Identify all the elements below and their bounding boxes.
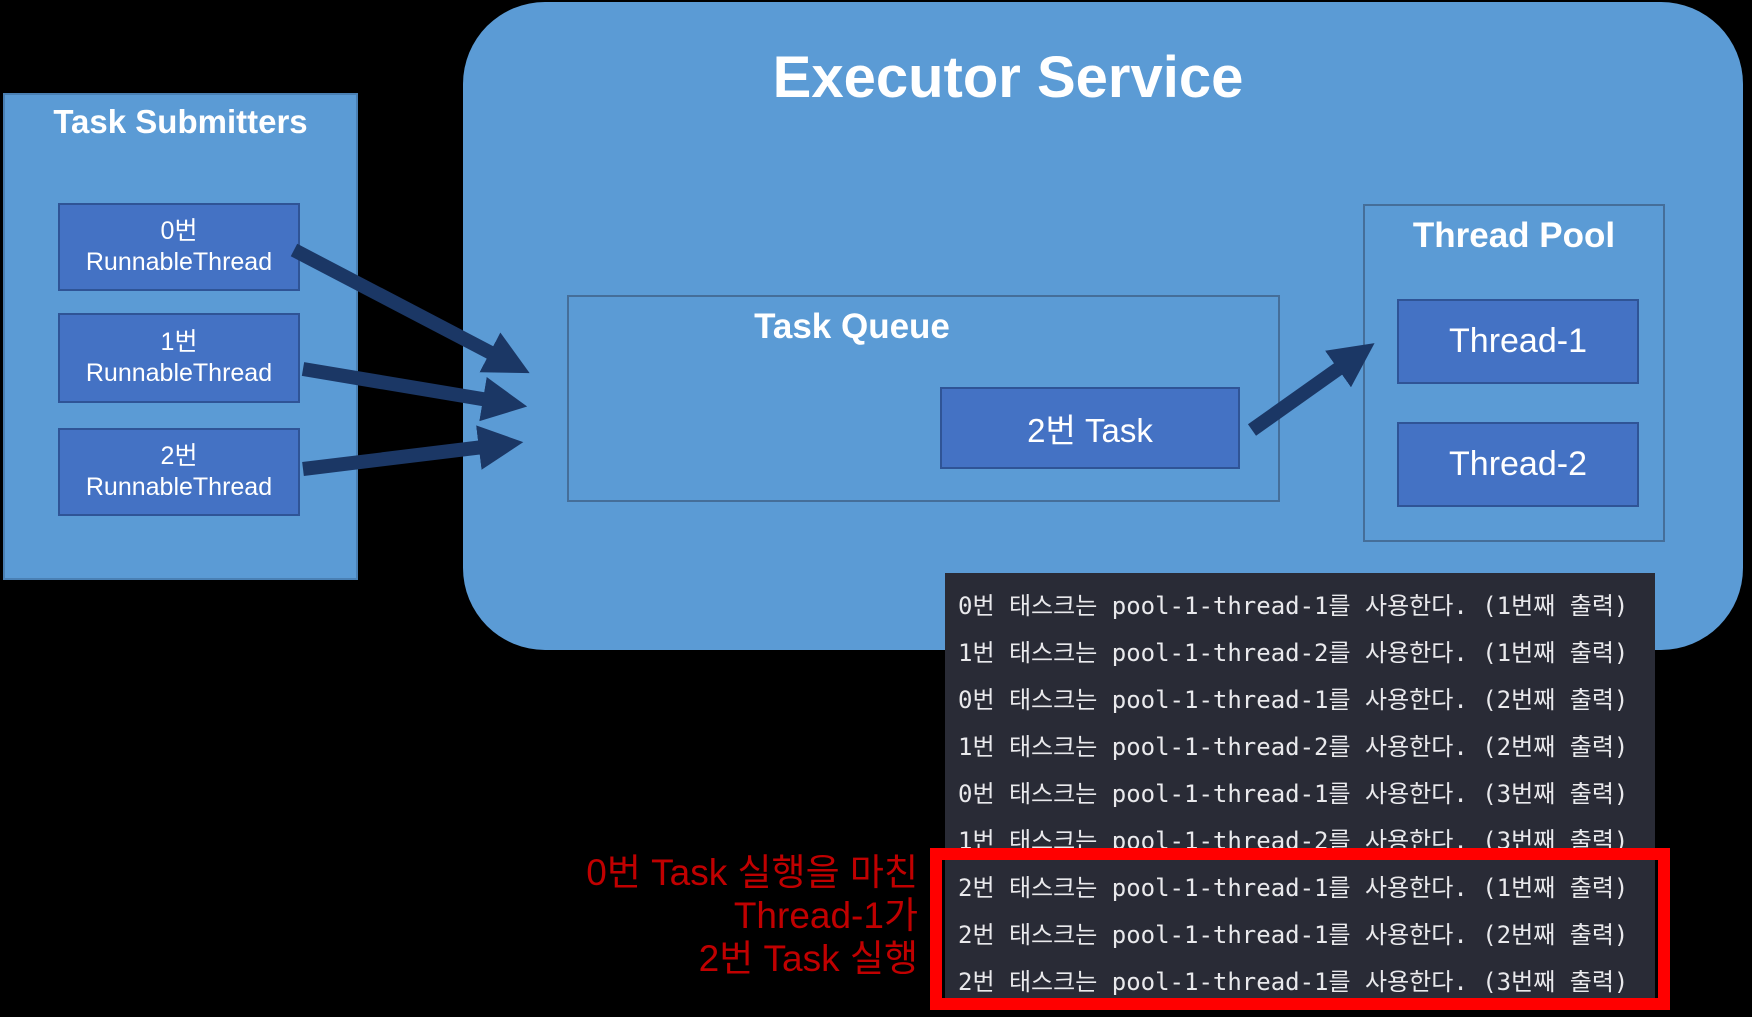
console-line: 2번 태스크는 pool-1-thread-1를 사용한다. (1번째 출력)	[958, 874, 1629, 902]
console-line: 2번 태스크는 pool-1-thread-1를 사용한다. (3번째 출력)	[958, 968, 1629, 996]
runnable-thread-1-box: 1번 RunnableThread	[58, 313, 300, 403]
runnable-thread-1-label: RunnableThread	[85, 359, 273, 387]
runnable-thread-1-num: 1번	[160, 328, 198, 356]
annotation-text: 0번 Task 실행을 마친 Thread-1가 2번 Task 실행	[438, 851, 918, 980]
task-queue-title: Task Queue	[754, 307, 950, 346]
console-line: 1번 태스크는 pool-1-thread-2를 사용한다. (2번째 출력)	[958, 733, 1629, 761]
console-line: 0번 태스크는 pool-1-thread-1를 사용한다. (3번째 출력)	[958, 780, 1629, 808]
runnable-thread-2-label: RunnableThread	[85, 473, 273, 501]
runnable-thread-2-num: 2번	[160, 442, 198, 470]
console-line: 0번 태스크는 pool-1-thread-1를 사용한다. (2번째 출력)	[958, 686, 1629, 714]
runnable-thread-0-num: 0번	[160, 217, 198, 245]
console-line: 0번 태스크는 pool-1-thread-1를 사용한다. (1번째 출력)	[958, 592, 1629, 620]
annotation-line-1: 0번 Task 실행을 마친	[586, 852, 918, 893]
thread-2-box: Thread-2	[1397, 422, 1639, 507]
annotation-line-3: 2번 Task 실행	[698, 938, 918, 979]
highlight-frame	[930, 848, 1670, 1010]
runnable-thread-0-box: 0번 RunnableThread	[58, 203, 300, 291]
console-line: 1번 태스크는 pool-1-thread-2를 사용한다. (1번째 출력)	[958, 639, 1629, 667]
thread-1-box: Thread-1	[1397, 299, 1639, 384]
thread-pool-title: Thread Pool	[1412, 216, 1616, 255]
runnable-thread-0-label: RunnableThread	[85, 248, 273, 276]
thread-pool-box: Thread Pool Thread-1 Thread-2	[1363, 204, 1665, 542]
console-output: 0번 태스크는 pool-1-thread-1를 사용한다. (1번째 출력) …	[945, 573, 1655, 1005]
executor-service-title: Executor Service	[772, 45, 1244, 110]
runnable-thread-2-box: 2번 RunnableThread	[58, 428, 300, 516]
task-queue-box: Task Queue 2번 Task	[567, 295, 1280, 502]
console-line: 2번 태스크는 pool-1-thread-1를 사용한다. (2번째 출력)	[958, 921, 1629, 949]
task-submitters-title: Task Submitters	[53, 103, 308, 140]
task-submitters-panel: Task Submitters 0번 RunnableThread 1번 Run…	[3, 93, 358, 580]
task-2-box: 2번 Task	[940, 387, 1240, 469]
annotation-line-2: Thread-1가	[733, 895, 918, 936]
